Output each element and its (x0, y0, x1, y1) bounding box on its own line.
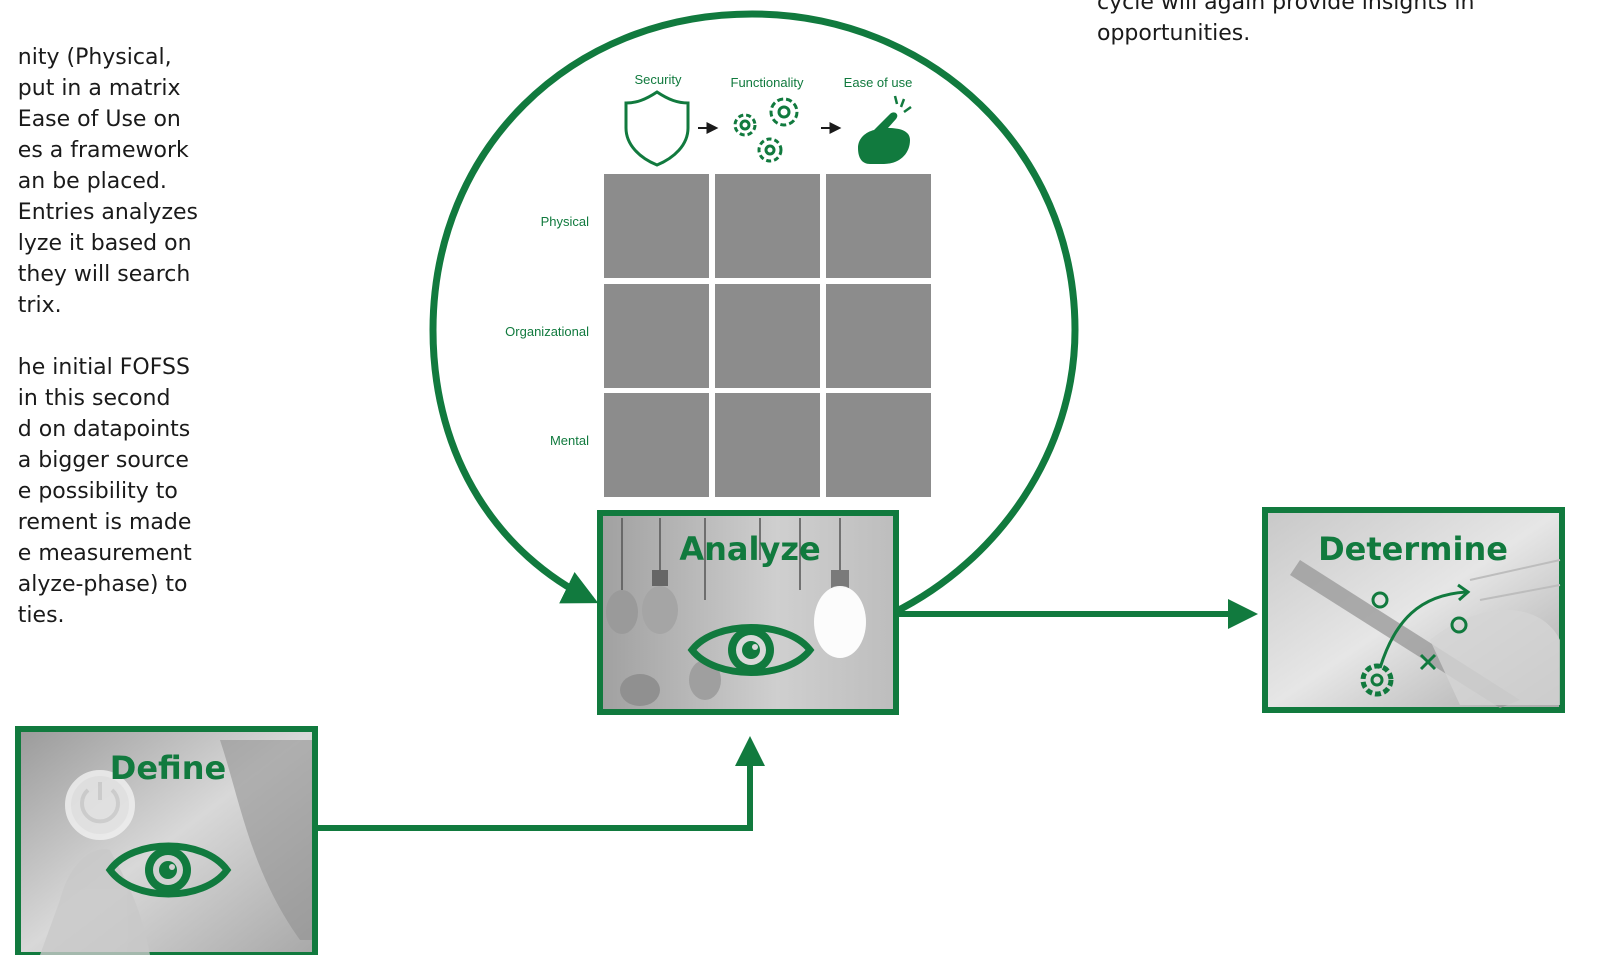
eye-icon (105, 842, 232, 898)
left-paragraph-line: trix. (17, 293, 62, 318)
determine-title: Determine (1318, 530, 1508, 568)
matrix-cell (604, 393, 709, 497)
shield-icon (624, 90, 690, 167)
right-paragraph-line: cycle will again provide insights in (1097, 0, 1475, 15)
touch-photo-background (40, 740, 312, 955)
left-paragraph-line: they will search (17, 262, 191, 287)
matrix-cell (715, 284, 820, 388)
matrix-cell (604, 174, 709, 278)
left-paragraph-line: put in a matrix (17, 76, 181, 101)
matrix-cell (826, 174, 931, 278)
matrix-cell (826, 284, 931, 388)
left-paragraph-line: e possibility to (17, 479, 178, 504)
right-paragraph: cycle will again provide insights in oppo… (1097, 0, 1474, 49)
left-paragraph-line: he initial FOFSS (17, 355, 190, 380)
determine-stage-box: Determine (1262, 507, 1565, 713)
feedback-loop-arc (429, 10, 1079, 617)
left-paragraph-line: lyze it based on (17, 231, 192, 256)
define-title: Define (110, 749, 226, 787)
pointing-hand-icon (858, 95, 912, 164)
left-paragraph-line: Ease of Use on (17, 107, 181, 132)
left-paragraph-line: es a framework (17, 138, 189, 163)
gears-icon (733, 97, 799, 163)
left-paragraph-line: Entries analyzes (17, 200, 198, 225)
right-paragraph-line: opportunities. (1097, 21, 1251, 46)
eye-icon (687, 624, 815, 676)
bulbs-background-photo (606, 518, 866, 706)
left-paragraph-line: nity (Physical, (17, 45, 172, 70)
left-paragraph-line: rement is made (17, 510, 192, 535)
define-stage-box: Define (15, 726, 318, 955)
analyze-title: Analyze (679, 530, 820, 568)
column-label-security: Security (635, 72, 682, 87)
left-paragraph-line: e measurement (17, 541, 192, 566)
matrix-grid (604, 174, 931, 497)
left-paragraph-line: a bigger source (17, 448, 189, 473)
matrix-cell (604, 284, 709, 388)
pen-gauge-photo-background (1290, 559, 1561, 708)
analyze-stage-box: Analyze (597, 510, 899, 715)
row-label-mental: Mental (550, 433, 589, 448)
row-label-organizational: Organizational (505, 324, 589, 339)
left-paragraph-line: alyze-phase) to (17, 572, 188, 597)
matrix-cell (826, 393, 931, 497)
left-paragraph-line: ties. (17, 603, 65, 628)
matrix-cell (715, 393, 820, 497)
left-paragraph-line: an be placed. (17, 169, 167, 194)
column-label-functionality: Functionality (731, 75, 804, 90)
column-label-ease-of-use: Ease of use (844, 75, 913, 90)
matrix-cell (715, 174, 820, 278)
define-to-analyze-connector (318, 736, 765, 831)
left-paragraph-line: d on datapoints (17, 417, 191, 442)
row-label-physical: Physical (541, 214, 590, 229)
left-paragraph-line: in this second (17, 386, 171, 411)
strategy-play-icon (1360, 583, 1471, 697)
